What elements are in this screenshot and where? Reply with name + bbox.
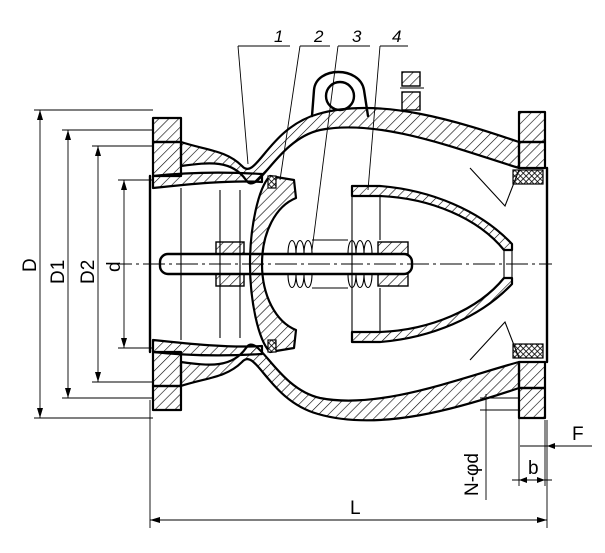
part-number-4: 4	[392, 27, 401, 46]
dimension-label-L: L	[350, 498, 361, 519]
section-detail	[400, 71, 424, 111]
part-number-2: 2	[313, 27, 324, 46]
part-number-labels: 1 2 3 4	[237, 27, 408, 251]
right-flange	[512, 110, 549, 420]
dimension-label-D2: D2	[78, 260, 99, 284]
dimension-label-N-d: N-φd	[462, 453, 483, 496]
part-number-1: 1	[274, 27, 283, 46]
guide-cage	[350, 167, 520, 361]
dimension-label-D1: D1	[48, 260, 69, 284]
valve-disc	[248, 174, 298, 354]
dimension-lines-left: D D1 D2 d	[20, 109, 153, 419]
dimension-label-d: d	[104, 261, 125, 272]
right-seat-ring-bottom	[512, 343, 544, 359]
dimension-label-D: D	[20, 258, 41, 272]
right-seat-ring-top	[512, 169, 544, 185]
part-number-3: 3	[352, 27, 362, 46]
dimension-label-b: b	[528, 458, 539, 479]
valve-body	[151, 70, 521, 422]
dimension-label-F: F	[572, 424, 584, 445]
dimension-lines-bottom: L b F N-φd	[149, 394, 592, 528]
